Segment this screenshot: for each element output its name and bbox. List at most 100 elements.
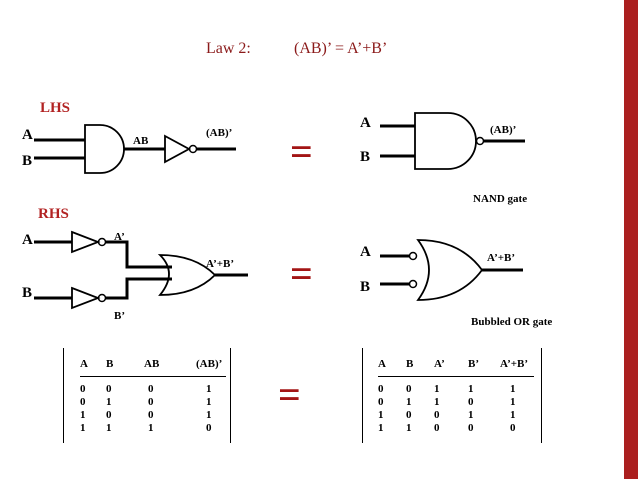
tt-cell: 1 bbox=[148, 422, 154, 434]
tt-cell: 1 bbox=[510, 383, 516, 395]
lhs-input-a: A bbox=[22, 127, 33, 143]
tt-cell: 0 bbox=[468, 396, 474, 408]
rhs-not-a bbox=[71, 230, 101, 254]
nand-caption: NAND gate bbox=[473, 193, 528, 205]
rhs-label: RHS bbox=[38, 206, 69, 222]
nand-gate bbox=[414, 112, 477, 170]
tt-left-header: A bbox=[80, 358, 88, 370]
tt-right-header: A’+B’ bbox=[500, 358, 529, 370]
tt-cell: 1 bbox=[80, 409, 86, 421]
tt-right-header: A’ bbox=[434, 358, 445, 370]
table-row: 0 0 0 1 bbox=[80, 383, 226, 396]
tt-cell: 1 bbox=[378, 409, 384, 421]
tt-left-header: (AB)’ bbox=[196, 358, 223, 370]
tt-cell: 0 bbox=[148, 383, 154, 395]
truth-table-left: A B AB (AB)’ 0 0 0 1 0 1 0 1 1 0 bbox=[80, 358, 226, 435]
tt-cell: 0 bbox=[80, 396, 86, 408]
tt-right-header: A bbox=[378, 358, 386, 370]
lhs-result: (AB)’ bbox=[206, 127, 233, 139]
tt-cell: 1 bbox=[106, 422, 112, 434]
tt-cell: 1 bbox=[106, 396, 112, 408]
tt-cell: 0 bbox=[148, 409, 154, 421]
tt-left-header: B bbox=[106, 358, 114, 370]
tt-cell: 1 bbox=[434, 383, 440, 395]
tt-cell: 0 bbox=[378, 396, 384, 408]
tt-cell: 0 bbox=[468, 422, 474, 434]
bor-bubble-b bbox=[408, 279, 418, 289]
tt-cell: 0 bbox=[80, 383, 86, 395]
truth-table-left-frame bbox=[63, 348, 231, 443]
bubbled-or-circuit bbox=[380, 239, 523, 301]
tt-cell: 1 bbox=[378, 422, 384, 434]
bor-result: A’+B’ bbox=[487, 252, 516, 264]
tt-cell: 1 bbox=[510, 396, 516, 408]
table-row: 1 1 1 0 bbox=[80, 422, 226, 435]
rhs-input-a: A bbox=[22, 232, 33, 248]
nand-result: (AB)’ bbox=[490, 124, 517, 136]
tt-cell: 1 bbox=[206, 383, 212, 395]
lhs-not-gate bbox=[164, 134, 191, 164]
lhs-input-b: B bbox=[22, 153, 33, 169]
rhs-not-b-label: B’ bbox=[114, 310, 125, 322]
title-expression: (AB)’ = A’+B’ bbox=[294, 40, 388, 57]
nand-bubble bbox=[475, 136, 485, 146]
tt-cell: 0 bbox=[406, 383, 412, 395]
title-law: Law 2: bbox=[206, 40, 251, 57]
tt-cell: 1 bbox=[434, 396, 440, 408]
nand-input-b: B bbox=[360, 149, 371, 165]
rhs-not-a-bubble bbox=[97, 237, 107, 247]
tt-cell: 1 bbox=[406, 396, 412, 408]
equals-sign-bottom: = bbox=[278, 372, 301, 417]
table-row: 0 1 1 0 1 bbox=[378, 396, 534, 409]
lhs-label: LHS bbox=[40, 100, 71, 116]
tt-right-header: B’ bbox=[468, 358, 479, 370]
rhs-circuit bbox=[34, 230, 248, 310]
lhs-and-gate bbox=[84, 124, 125, 174]
tt-left-header: AB bbox=[144, 358, 160, 370]
bor-input-a: A bbox=[360, 244, 371, 260]
tt-cell: 0 bbox=[510, 422, 516, 434]
lhs-not-bubble bbox=[188, 144, 198, 154]
tt-cell: 1 bbox=[406, 422, 412, 434]
nand-input-a: A bbox=[360, 115, 371, 131]
rhs-result: A’+B’ bbox=[206, 258, 235, 270]
equals-sign-top: = bbox=[290, 129, 313, 174]
bor-bubble-a bbox=[408, 251, 418, 261]
sidebar-accent-bar bbox=[624, 0, 638, 479]
rhs-wire-not-a bbox=[106, 240, 172, 269]
table-row: 1 1 0 0 0 bbox=[378, 422, 534, 435]
tt-cell: 0 bbox=[106, 409, 112, 421]
tt-cell: 0 bbox=[434, 422, 440, 434]
bor-input-b: B bbox=[360, 279, 371, 295]
rhs-not-b bbox=[71, 286, 101, 310]
tt-cell: 1 bbox=[80, 422, 86, 434]
tt-cell: 0 bbox=[378, 383, 384, 395]
lhs-and-output: AB bbox=[133, 135, 149, 147]
rhs-wire-not-b bbox=[106, 277, 172, 300]
table-row: 1 0 0 1 1 bbox=[378, 409, 534, 422]
table-row: 0 1 0 1 bbox=[80, 396, 226, 409]
nand-circuit bbox=[380, 112, 525, 170]
rhs-input-b: B bbox=[22, 285, 33, 301]
tt-cell: 1 bbox=[206, 396, 212, 408]
truth-table-right: A B A’ B’ A’+B’ 0 0 1 1 1 0 1 1 0 1 bbox=[378, 358, 534, 435]
equals-sign-middle: = bbox=[290, 251, 313, 296]
tt-cell: 1 bbox=[510, 409, 516, 421]
tt-cell: 1 bbox=[468, 409, 474, 421]
tt-cell: 0 bbox=[434, 409, 440, 421]
tt-cell: 0 bbox=[406, 409, 412, 421]
tt-cell: 1 bbox=[468, 383, 474, 395]
rhs-or-gate bbox=[157, 254, 217, 296]
table-row: 0 0 1 1 1 bbox=[378, 383, 534, 396]
bubbled-or-gate bbox=[416, 239, 484, 301]
rhs-not-b-bubble bbox=[97, 293, 107, 303]
truth-table-right-frame bbox=[362, 348, 542, 443]
tt-cell: 0 bbox=[106, 383, 112, 395]
tt-right-header: B bbox=[406, 358, 414, 370]
table-row: 1 0 0 1 bbox=[80, 409, 226, 422]
tt-cell: 0 bbox=[206, 422, 212, 434]
bor-caption: Bubbled OR gate bbox=[471, 316, 553, 328]
tt-cell: 1 bbox=[206, 409, 212, 421]
rhs-not-a-label: A’ bbox=[114, 231, 125, 243]
